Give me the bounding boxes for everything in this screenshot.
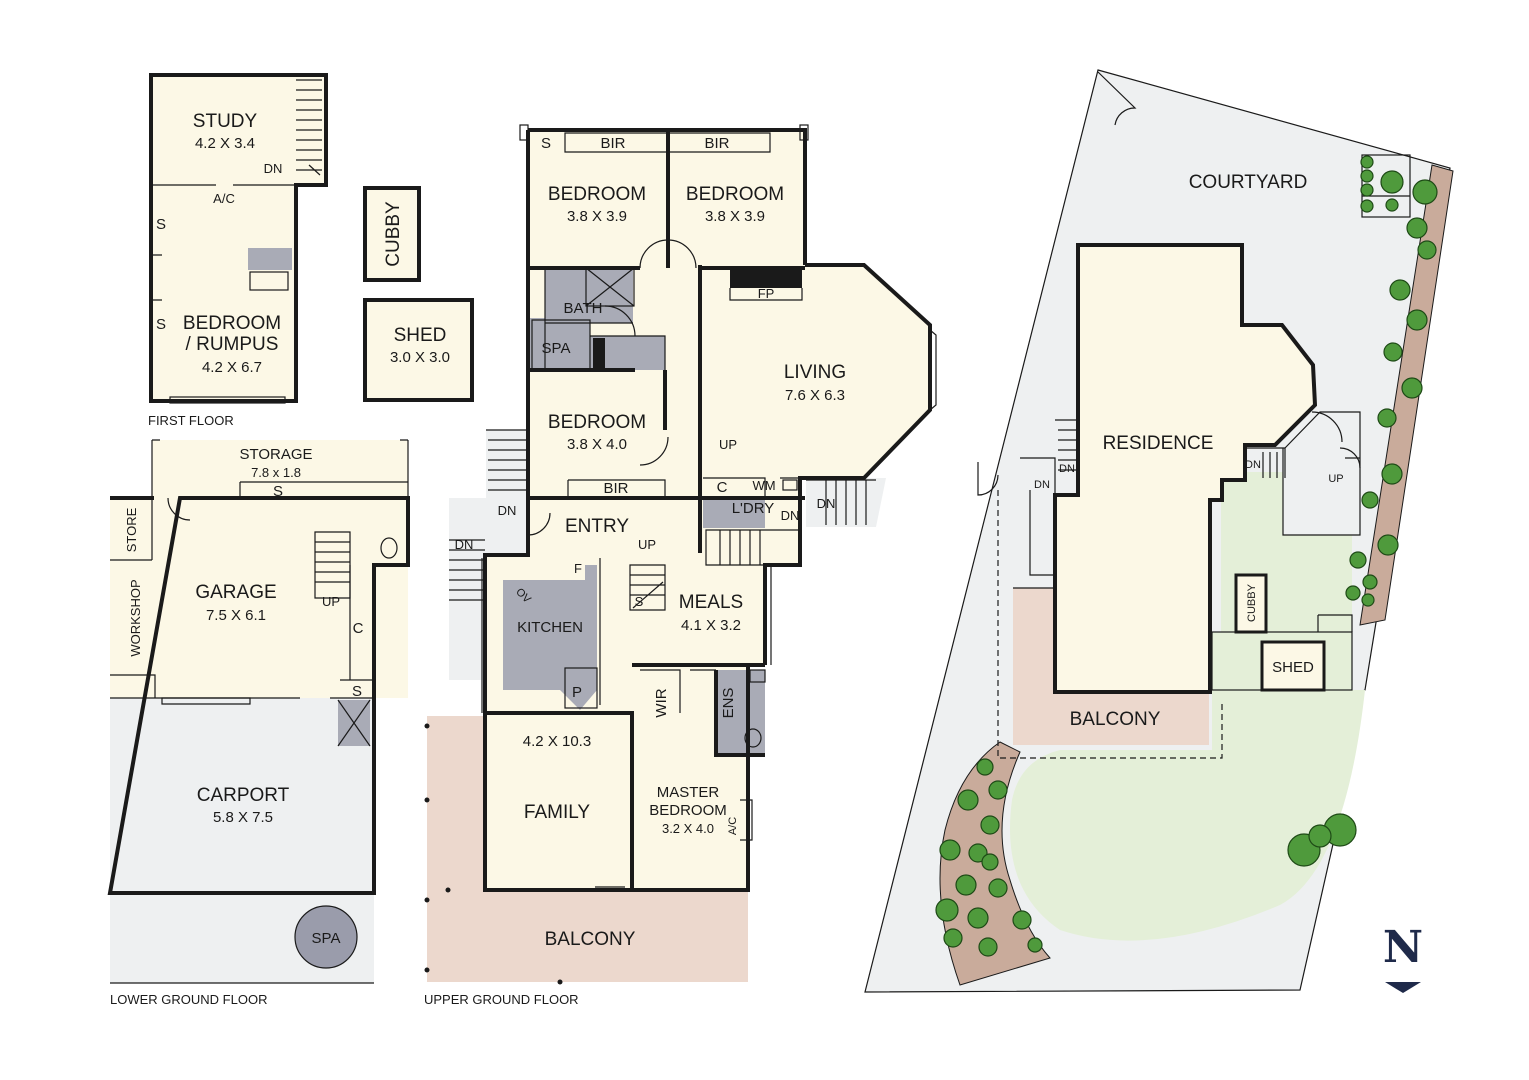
site-balcony-label: BALCONY [1070,709,1161,730]
garage-c-mark: C [353,620,364,637]
upper-ground-floor-plan: S BIR BIR BEDROOM 3.8 X 3.9 BEDROOM 3.8 … [424,124,937,1007]
pantry-mark: P [572,684,582,701]
master-name-1: MASTER [657,784,720,801]
storage-s-mark: S [273,483,283,500]
workshop-label: WORKSHOP [128,579,143,656]
lower-ground-caption: LOWER GROUND FLOOR [110,992,267,1007]
north-arrow: N [1383,922,1423,993]
lower-spa-label: SPA [312,930,341,947]
garage-s-mark: S [352,683,362,700]
rumpus-dims: 4.2 X 6.7 [202,359,262,376]
meals-dims: 4.1 X 3.2 [681,617,741,634]
ug-up-mark: UP [719,437,737,452]
ug-up-mark-2: UP [638,537,656,552]
carport-dims: 5.8 X 7.5 [213,809,273,826]
shed-dims: 3.0 X 3.0 [390,349,450,366]
ens-label: ENS [720,688,737,719]
site-dn-mark-1: DN [1059,463,1075,475]
garage-up-mark: UP [322,594,340,609]
ug-c-mark: C [717,479,728,496]
ug-wm-mark: WM [752,478,775,493]
bedroom-2-dims: 3.8 X 3.9 [705,208,765,225]
first-ac-mark: A/C [213,191,235,206]
site-dn-mark-3: DN [1245,459,1261,471]
ug-bir-mark-3: BIR [603,480,628,497]
site-residence-label: RESIDENCE [1103,433,1214,454]
cubby-label: CUBBY [383,201,404,267]
bedroom-1-dims: 3.8 X 3.9 [567,208,627,225]
bedroom-1-name: BEDROOM [548,184,646,205]
north-letter: N [1383,922,1423,973]
ug-balcony-name: BALCONY [545,929,636,950]
master-dims: 3.2 X 4.0 [662,821,714,836]
bedroom-2-name: BEDROOM [686,184,784,205]
ug-dn-mark-2: DN [455,537,474,552]
master-ac-mark: A/C [727,817,739,835]
site-up-mark: UP [1328,473,1343,485]
rumpus-name-2: / RUMPUS [186,334,279,355]
site-cubby-label: CUBBY [1246,583,1258,622]
entry-name: ENTRY [565,516,629,537]
shed-name: SHED [394,325,447,346]
ug-s-mark: S [541,135,551,152]
ug-dn-mark-4: DN [817,496,836,511]
first-dn-mark: DN [264,161,283,176]
wir-label: WIR [653,688,670,717]
ug-bir-mark-2: BIR [704,135,729,152]
laundry-name: L'DRY [732,500,775,517]
bedroom-3-name: BEDROOM [548,412,646,433]
site-dn-mark-2: DN [1034,479,1050,491]
carport-name: CARPORT [197,785,290,806]
meals-name: MEALS [679,592,743,613]
first-floor-caption: FIRST FLOOR [148,413,234,428]
ug-bir-mark-1: BIR [600,135,625,152]
bath-name: BATH [564,300,603,317]
fp-mark: FP [758,286,775,301]
ug-dn-mark-3: DN [781,508,800,523]
store-label: STORE [124,507,139,552]
garage-dims: 7.5 X 6.1 [206,607,266,624]
ug-f-mark: F [574,561,582,576]
first-s-mark-1: S [156,216,166,233]
living-dims: 7.6 X 6.3 [785,387,845,404]
family-name: FAMILY [524,802,590,823]
site-plan: COURTYARD RESIDENCE BALCONY CUBBY SHED D… [864,69,1454,993]
ug-spa-name: SPA [542,340,571,357]
first-s-mark-2: S [156,316,166,333]
ug-dn-mark-1: DN [498,503,517,518]
living-name: LIVING [784,362,846,383]
garage-name: GARAGE [195,582,276,603]
study-dims: 4.2 X 3.4 [195,135,255,152]
site-courtyard-label: COURTYARD [1189,172,1308,193]
lower-ground-floor-plan: STORAGE 7.8 x 1.8 S STORE WORKSHOP GARAG… [107,439,410,1007]
ug-s-mark-2: S [635,594,644,609]
site-shed-label: SHED [1272,659,1314,676]
outbuildings: CUBBY SHED 3.0 X 3.0 [363,186,474,402]
bedroom-3-dims: 3.8 X 4.0 [567,436,627,453]
study-name: STUDY [193,111,258,132]
north-arrow-icon [1385,982,1421,993]
storage-name: STORAGE [239,446,312,463]
upper-ground-caption: UPPER GROUND FLOOR [424,992,579,1007]
first-floor-plan: STUDY 4.2 X 3.4 DN A/C S S BEDROOM / RUM… [148,73,328,428]
family-dims: 4.2 X 10.3 [523,733,591,750]
storage-dims: 7.8 x 1.8 [251,465,301,480]
kitchen-name: KITCHEN [517,619,583,636]
rumpus-name-1: BEDROOM [183,313,281,334]
master-name-2: BEDROOM [649,802,727,819]
